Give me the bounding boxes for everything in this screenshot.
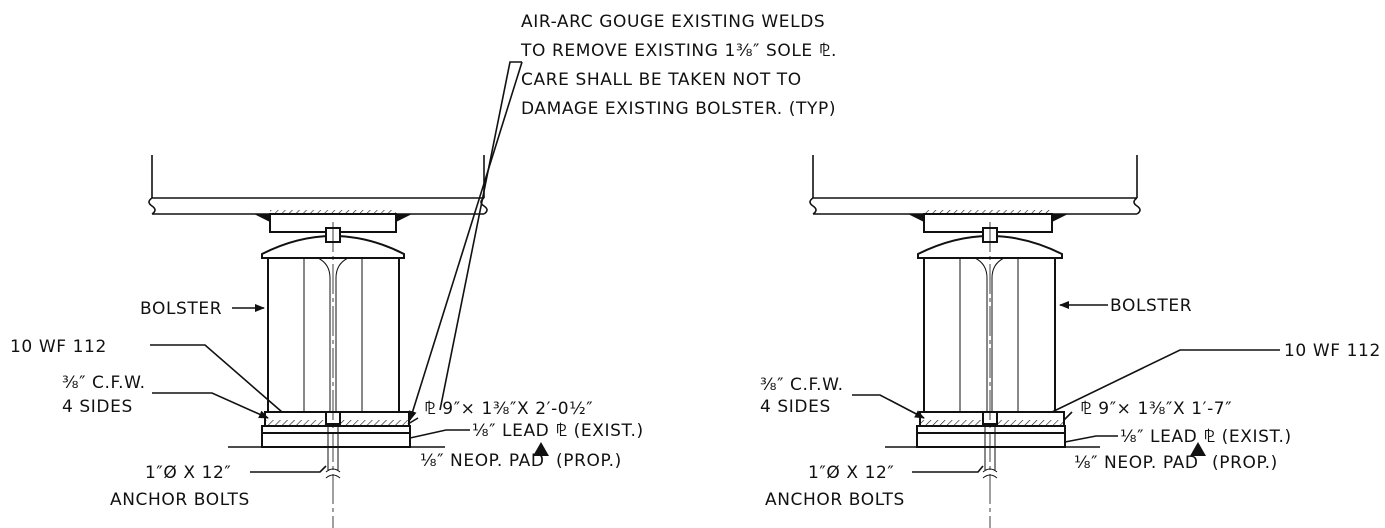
left-neop-label: ⅛″ NEOP. PAD [420,451,545,471]
note-line-4: DAMAGE EXISTING BOLSTER. (TYP) [521,99,836,119]
right-lead-leader [1064,435,1118,443]
note-line-1: AIR-ARC GOUGE EXISTING WELDS [521,12,825,32]
right-neop-pad [916,432,1066,448]
left-bolster-body [267,257,400,413]
right-bearing-detail: BOLSTER 10 WF 112 ⅜″ C.F.W. 4 SIDES ⅊ 9″… [760,155,1381,528]
right-neop-label-post: (PROP.) [1212,453,1278,473]
left-bolster-label: BOLSTER [140,299,222,319]
left-lead-plate [261,425,411,434]
general-note: AIR-ARC GOUGE EXISTING WELDS TO REMOVE E… [408,12,837,421]
right-lead-label: ⅛″ LEAD ⅊ (EXIST.) [1120,427,1292,447]
right-anchor-label-1: 1″Ø X 12″ [808,463,894,483]
note-line-3: CARE SHALL BE TAKEN NOT TO [521,70,802,90]
right-weld-label-2: 4 SIDES [760,397,831,417]
note-line-2: TO REMOVE EXISTING 1⅜″ SOLE ⅊. [520,41,837,61]
left-lead-leader [409,429,470,439]
right-plate-leader [1063,411,1073,421]
right-fillet-weld-left [908,214,924,222]
left-plate-label: ⅊ 9″× 1⅜″X 2′-0½″ [424,399,593,419]
left-neop-triangle [533,442,549,456]
left-weld-hatch [270,210,396,214]
left-anchor-label-1: 1″Ø X 12″ [145,463,231,483]
right-beam-leader [1051,349,1280,413]
note-leader-right [408,61,523,421]
right-weld-label-1: ⅜″ C.F.W. [760,375,844,395]
right-fillet-weld-right [1052,214,1068,222]
right-beam-label: 10 WF 112 [1284,341,1381,361]
right-bolster-body [923,257,1056,413]
right-neop-label: ⅛″ NEOP. PAD [1074,453,1199,473]
left-fillet-weld-left [254,214,270,222]
left-plate-leader [407,417,419,425]
right-bolster-label: BOLSTER [1110,296,1192,316]
left-anchor-label-2: ANCHOR BOLTS [110,490,250,510]
left-weld-label-2: 4 SIDES [62,397,133,417]
right-plate-label: ⅊ 9″× 1⅜″X 1′-7″ [1080,399,1232,419]
right-weld-hatch [924,210,1052,214]
left-bearing-detail: BOLSTER 10 WF 112 ⅜″ C.F.W. 4 SIDES ⅊ 9″… [10,155,644,528]
right-neop-triangle [1190,442,1206,456]
left-weld-label-1: ⅜″ C.F.W. [62,373,146,393]
right-weld-leader [852,394,925,419]
note-leader-left [439,61,522,411]
left-lead-label: ⅛″ LEAD ⅊ (EXIST.) [472,421,644,441]
right-anchor-leader [912,465,984,473]
left-neop-pad [261,432,411,448]
right-bolster-web [974,257,1005,412]
right-lead-plate [916,425,1066,434]
left-bolster-web [317,257,349,412]
left-beam-label: 10 WF 112 [10,337,107,357]
left-fillet-weld-right [396,214,412,222]
left-neop-label-post: (PROP.) [556,451,622,471]
right-anchor-label-2: ANCHOR BOLTS [765,490,905,510]
left-beam-leader [150,344,283,413]
left-weld-leader [152,392,269,419]
left-anchor-leader [250,465,327,473]
